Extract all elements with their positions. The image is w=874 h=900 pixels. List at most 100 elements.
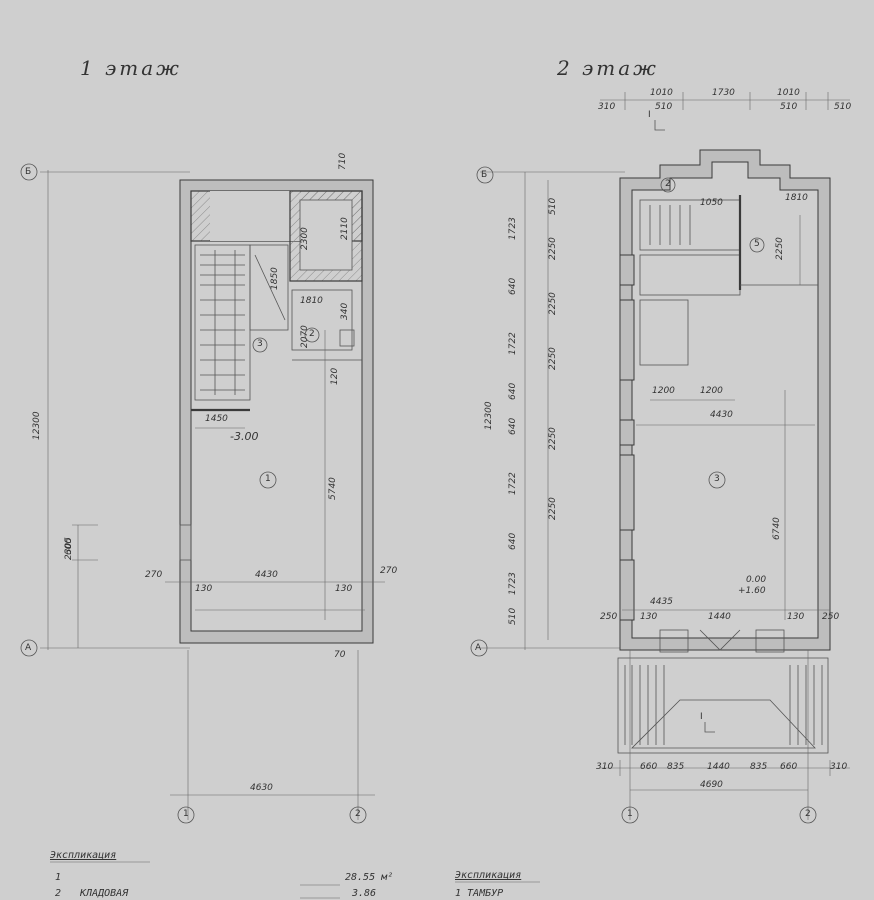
- floor2-section-mark-top: I: [648, 110, 651, 120]
- floor2-right-dim-5: 2250: [548, 427, 558, 450]
- floor2-right-dim-3: 2250: [548, 292, 558, 315]
- floor2-axis-marker-1: [621, 806, 639, 824]
- floor1-level-mark: -3.00: [230, 430, 259, 443]
- floor2-overall-height: 12300: [484, 401, 494, 430]
- floor2-dim-2250: 2250: [775, 237, 785, 260]
- floor1-dim-340: 340: [340, 302, 350, 320]
- floor2-top-dim-5: 1010: [777, 88, 800, 98]
- floor2-left-dim-6: 1722: [508, 472, 518, 495]
- legend-row2-name: кладовая: [80, 888, 129, 899]
- floor2-top-dim-3: 510: [655, 102, 673, 112]
- floor2-left-dim-5: 640: [508, 417, 518, 435]
- legend-row2-num: 2: [55, 888, 62, 899]
- floor2-left-dim-7: 640: [508, 532, 518, 550]
- floor1-dim-70: 70: [334, 650, 346, 660]
- floor1-dim-2300: 2300: [300, 227, 310, 250]
- floor2-room-3-label: 3: [714, 474, 720, 484]
- floor2-section-mark-bottom: I: [700, 712, 703, 722]
- floor2-left-dim-9: 510: [508, 607, 518, 625]
- floor2-level-mark-a: 0.00: [746, 575, 767, 585]
- floor2-axis-1-label: 1: [627, 809, 633, 819]
- floor1-room-height: 5740: [328, 477, 338, 500]
- floor2-axis-a-label: А: [475, 643, 482, 653]
- floor2-right-dim-1: 510: [548, 197, 558, 215]
- floor1-room-2-marker: [304, 327, 320, 343]
- floor1-room-2-outline: [291, 289, 353, 351]
- floor2-dim-130-right: 130: [787, 612, 805, 622]
- floor2-left-dim-1: 1723: [508, 217, 518, 240]
- floor2-dim-250-right: 250: [822, 612, 840, 622]
- floor1-dim-2110: 2110: [340, 217, 350, 240]
- floor2-room-2-label: 2: [665, 179, 671, 189]
- floor2-right-dim-2: 2250: [548, 237, 558, 260]
- legend-row1-area: 28.55 м²: [345, 872, 394, 883]
- floor1-inner-width: 4430: [255, 570, 278, 580]
- floor2-axis-marker-2: [799, 806, 817, 824]
- floor2-right-dim-6: 2250: [548, 497, 558, 520]
- floor2-bottom-dim-1: 310: [596, 762, 614, 772]
- floor2-top-dim-7: 510: [834, 102, 852, 112]
- floor1-axis-marker-2: [349, 806, 367, 824]
- floor1-dim-1850: 1850: [270, 267, 280, 290]
- floor1-dim-600: 600: [64, 537, 74, 555]
- floor2-title: 2 этаж: [557, 56, 659, 80]
- floor1-axis-a-label: А: [25, 643, 32, 653]
- floor1-axis-2-label: 2: [355, 809, 361, 819]
- floor2-left-dim-8: 1723: [508, 572, 518, 595]
- floor2-bottom-dim-3: 835: [667, 762, 685, 772]
- floor1-axis-b-label: Б: [25, 167, 32, 177]
- floor2-axis-marker-a: [470, 639, 488, 657]
- floor2-room-3-marker: [708, 471, 726, 489]
- floor2-left-dim-2: 640: [508, 277, 518, 295]
- floor2-bottom-dim-5: 835: [750, 762, 768, 772]
- floor2-overall-width: 4690: [700, 780, 723, 790]
- floor2-top-dim-6: 510: [780, 102, 798, 112]
- floor2-room-5-label: 5: [754, 239, 760, 249]
- floor2-dim-4435: 4435: [650, 597, 673, 607]
- floor2-dim-1440: 1440: [708, 612, 731, 622]
- floor2-dim-1200b: 1200: [700, 386, 723, 396]
- legend-right-row1: 1 тамбур: [455, 888, 504, 899]
- floor1-axis-1-label: 1: [183, 809, 189, 819]
- floor2-room-height: 6740: [772, 517, 782, 540]
- floor1-axis-marker-b: [20, 163, 38, 181]
- floor2-level-mark-b: +1.60: [738, 586, 766, 596]
- floor2-dim-1200a: 1200: [652, 386, 675, 396]
- floor2-top-dim-1: 310: [598, 102, 616, 112]
- legend-row2-area: 3.86: [352, 888, 377, 899]
- floor2-left-dim-3: 1722: [508, 332, 518, 355]
- floor1-wall-130-left: 130: [195, 584, 213, 594]
- legend-left-title: Экспликация: [50, 850, 117, 861]
- floor1-stair-width: 1450: [205, 414, 228, 424]
- floor2-bottom-dim-6: 660: [780, 762, 798, 772]
- floor1-title: 1 этаж: [80, 56, 182, 80]
- floor2-bottom-dim-4: 1440: [707, 762, 730, 772]
- floor2-left-dim-4: 640: [508, 382, 518, 400]
- floor1-side-270-right: 270: [380, 566, 398, 576]
- floor2-porch: [617, 657, 829, 754]
- floor1-overall-height: 12300: [32, 411, 42, 440]
- floor1-wall-130-right: 130: [335, 584, 353, 594]
- floor1-dim-1810: 1810: [300, 296, 323, 306]
- floor2-room-2-marker: [660, 177, 676, 193]
- floor1-plan: [20, 163, 385, 824]
- floor1-overall-width: 4630: [250, 783, 273, 793]
- floor1-dim-120: 120: [330, 367, 340, 385]
- floor1-dim-710: 710: [338, 152, 348, 170]
- floor2-right-dim-4: 2250: [548, 347, 558, 370]
- floor2-axis-b-label: Б: [481, 170, 488, 180]
- floor2-axis-2-label: 2: [805, 809, 811, 819]
- legend-row1-num: 1: [55, 872, 62, 883]
- floor2-dim-1810: 1810: [785, 193, 808, 203]
- floor2-dim-1050: 1050: [700, 198, 723, 208]
- floor1-dim-2070: 2070: [300, 325, 310, 348]
- floor2-bottom-dim-7: 310: [830, 762, 848, 772]
- floor2-inner-width: 4430: [710, 410, 733, 420]
- floor2-dim-130-left: 130: [640, 612, 658, 622]
- floor1-room-1-label: 1: [265, 474, 271, 484]
- floor2-top-dim-4: 1730: [712, 88, 735, 98]
- floor2-plan: [470, 92, 850, 824]
- floor2-dim-250-left: 250: [600, 612, 618, 622]
